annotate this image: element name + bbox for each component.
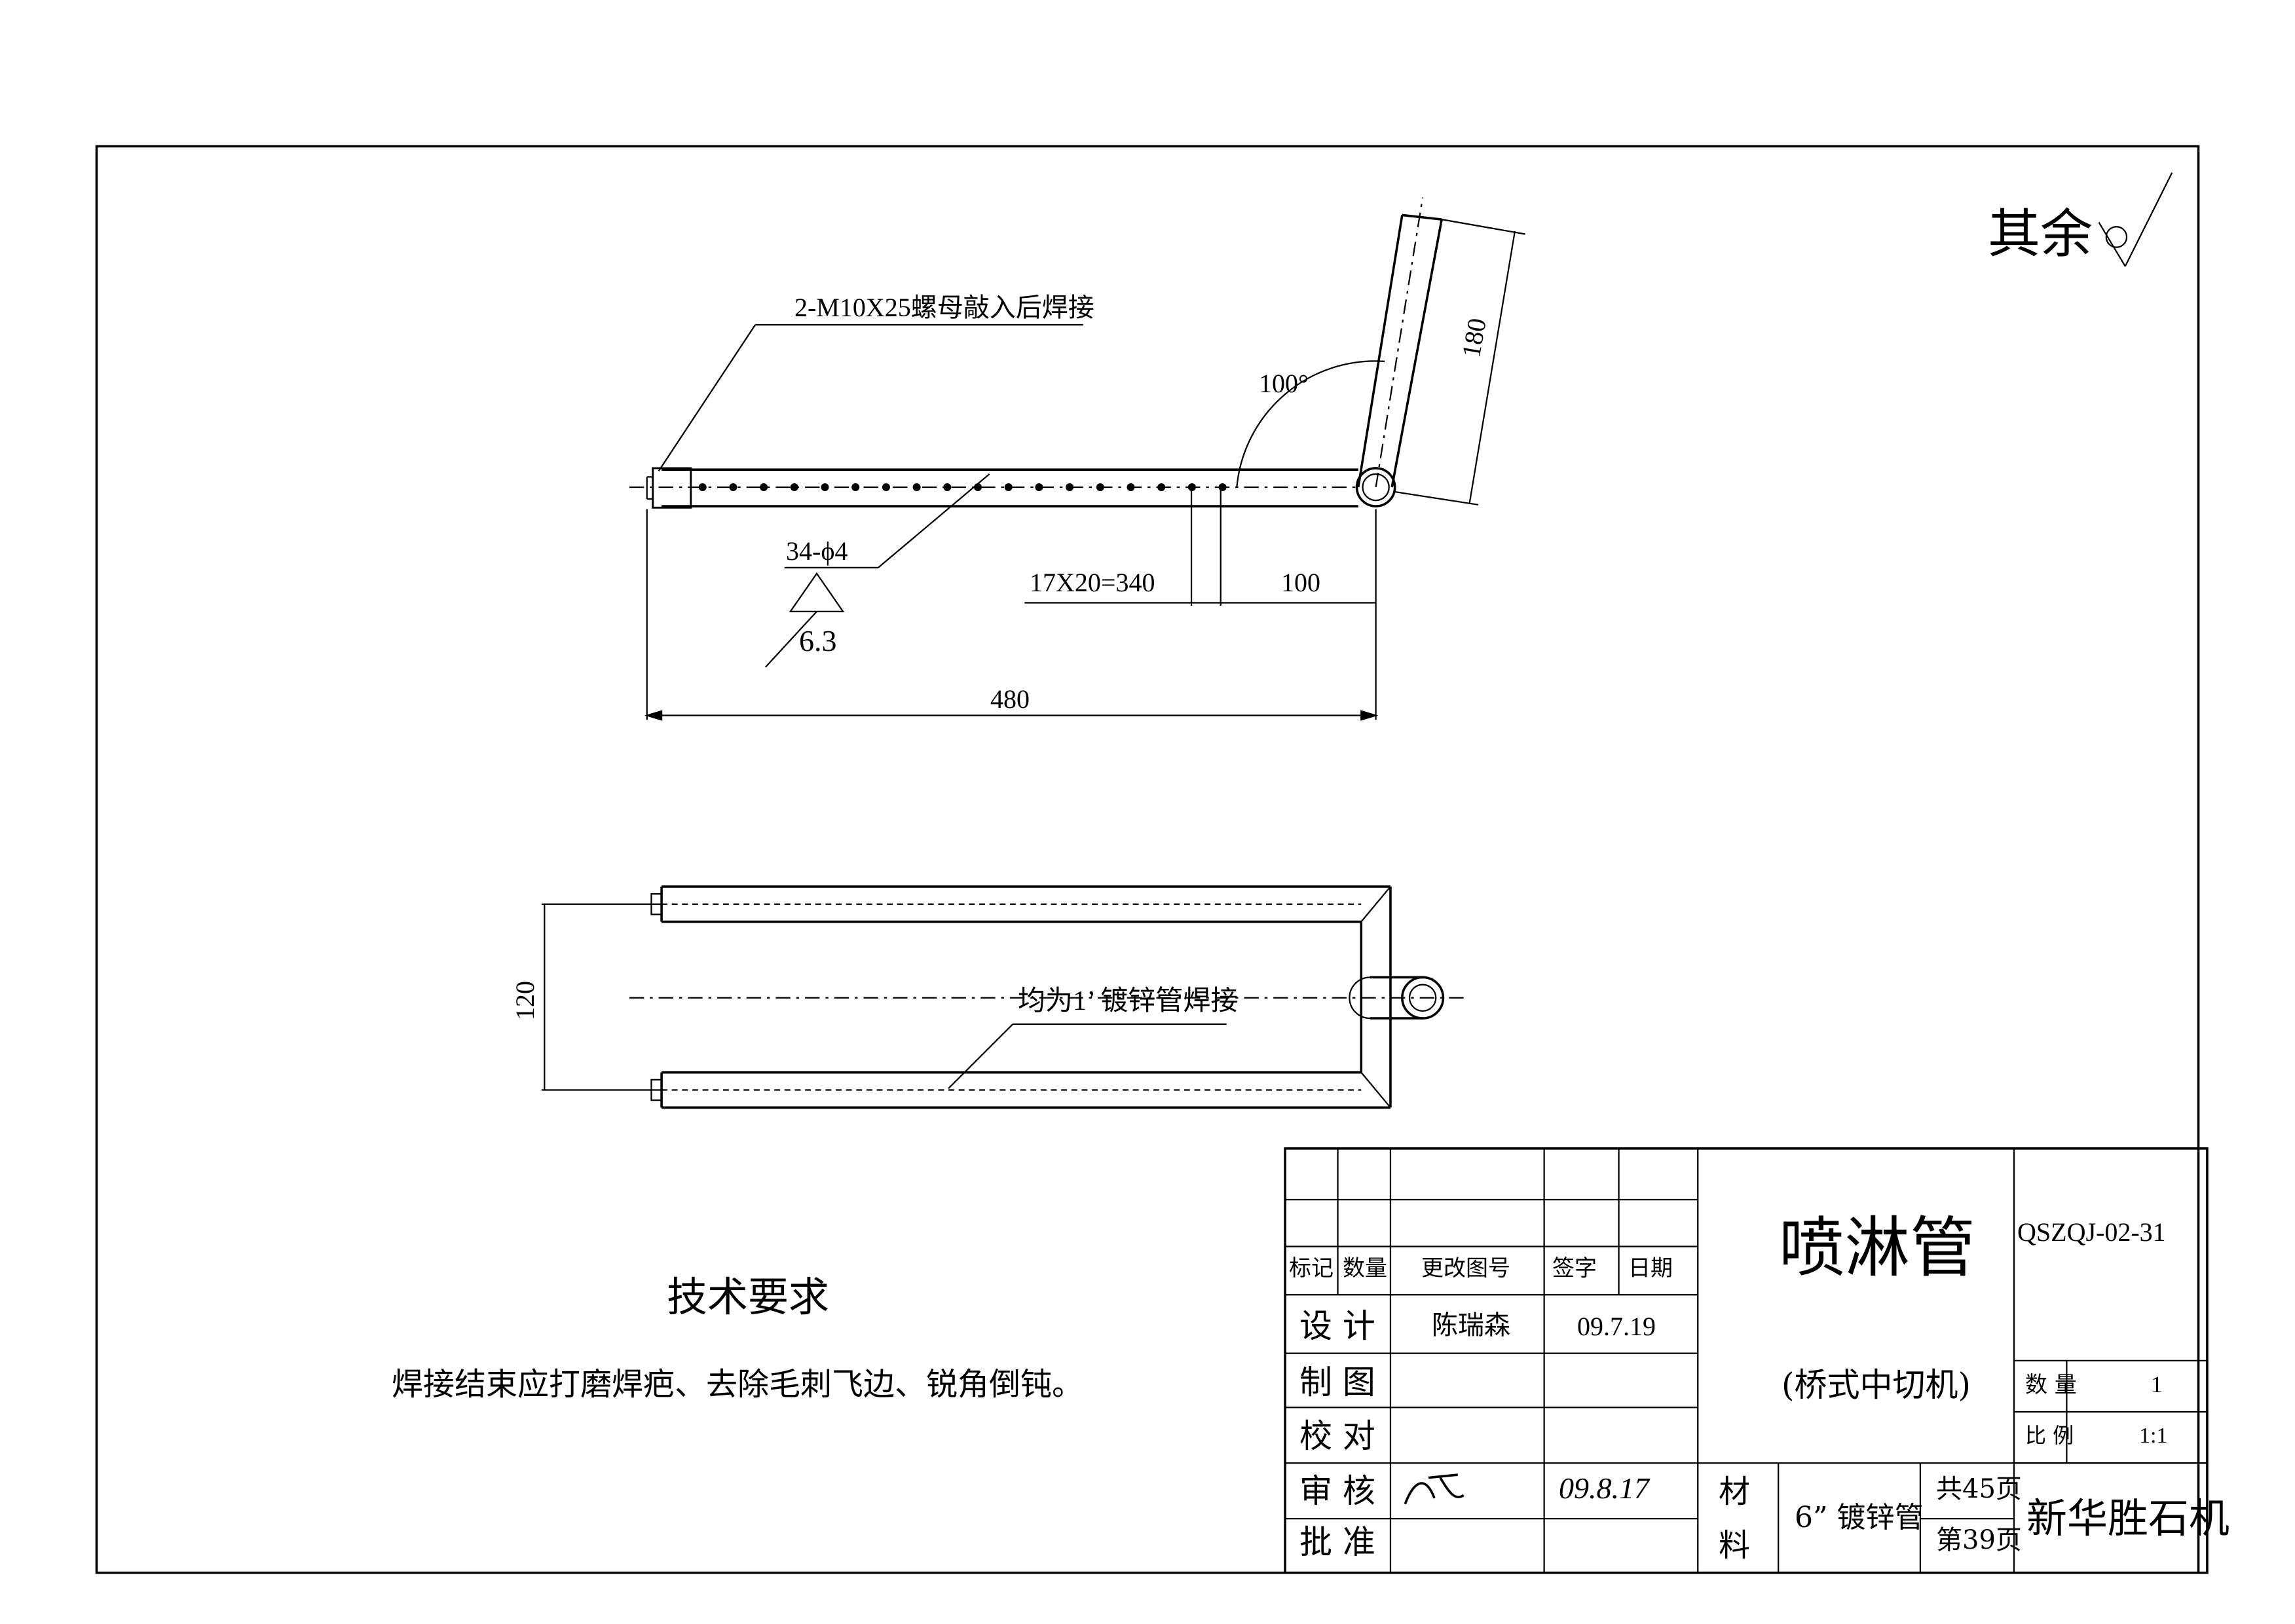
page-number: 第39页 bbox=[1936, 1525, 2022, 1555]
tb-role-approve: 批 准 bbox=[1299, 1523, 1375, 1561]
tb-role-design: 设 计 bbox=[1299, 1307, 1375, 1345]
tb-role-check: 校 对 bbox=[1299, 1417, 1375, 1455]
tb-date-review: 09.8.17 bbox=[1559, 1471, 1649, 1505]
hole-mark bbox=[821, 483, 829, 491]
hole-mark bbox=[974, 483, 982, 491]
dim-100: 100 bbox=[1281, 568, 1320, 597]
company-name: 新华胜石机 bbox=[2026, 1494, 2230, 1542]
tb-role-draw: 制 图 bbox=[1299, 1363, 1375, 1401]
tb-header-date: 日期 bbox=[1628, 1255, 1673, 1282]
tech-req-text: 焊接结束应打磨焊疤、去除毛刺飞边、锐角倒钝。 bbox=[392, 1366, 1084, 1403]
angle-label: 100° bbox=[1259, 369, 1309, 398]
roughness-value: 6.3 bbox=[799, 624, 837, 657]
hole-mark bbox=[1157, 483, 1166, 491]
material-label-1: 材 bbox=[1719, 1473, 1751, 1510]
hole-mark bbox=[851, 483, 860, 491]
roughness-triangle bbox=[789, 572, 845, 613]
top-view bbox=[629, 197, 1525, 721]
hole-mark bbox=[1035, 483, 1043, 491]
dim-480: 480 bbox=[990, 684, 1030, 714]
hole-mark bbox=[760, 483, 768, 491]
hole-mark bbox=[1127, 483, 1135, 491]
roughness-note-label: 其余 bbox=[1988, 204, 2093, 265]
quantity-label: 数 量 bbox=[2025, 1372, 2077, 1398]
weld-note: 均为1’ 镀锌管焊接 bbox=[1018, 986, 1239, 1016]
tb-name-design: 陈瑞森 bbox=[1432, 1310, 1510, 1340]
hole-mark bbox=[698, 483, 707, 491]
drawing-number: QSZQJ-02-31 bbox=[2017, 1217, 2166, 1247]
signature-handwriting bbox=[1404, 1473, 1465, 1505]
nut-note: 2-M10X25螺母敲入后焊接 bbox=[794, 293, 1094, 322]
total-pages: 共45页 bbox=[1936, 1474, 2022, 1504]
dim-pitch: 17X20=340 bbox=[1030, 568, 1155, 597]
material-label-2: 料 bbox=[1719, 1527, 1751, 1564]
hole-group bbox=[698, 483, 1227, 491]
sheet-border bbox=[95, 145, 2200, 1574]
tb-header-qty: 数量 bbox=[1343, 1255, 1387, 1282]
tech-req-title: 技术要求 bbox=[667, 1273, 830, 1321]
tb-header-change: 更改图号 bbox=[1421, 1255, 1510, 1282]
hole-mark bbox=[790, 483, 798, 491]
material-value: 6” 镀锌管 bbox=[1795, 1501, 1924, 1534]
hole-mark bbox=[882, 483, 890, 491]
hole-mark bbox=[912, 483, 921, 491]
title-block bbox=[1284, 1147, 2209, 1574]
tb-header-mark: 标记 bbox=[1289, 1255, 1334, 1282]
front-view bbox=[541, 885, 1464, 1109]
tb-role-review: 审 核 bbox=[1299, 1472, 1375, 1510]
hole-mark bbox=[1096, 483, 1104, 491]
quantity-value: 1 bbox=[2151, 1371, 2163, 1397]
tb-date-design: 09.7.19 bbox=[1577, 1312, 1656, 1341]
hole-mark bbox=[1004, 483, 1013, 491]
scale-value: 1:1 bbox=[2139, 1424, 2168, 1448]
scale-label: 比 例 bbox=[2025, 1423, 2074, 1448]
dim-180: 180 bbox=[1456, 316, 1492, 360]
dim-120: 120 bbox=[510, 981, 540, 1020]
tb-header-sign: 签字 bbox=[1552, 1255, 1597, 1282]
part-name: 喷淋管 bbox=[1779, 1209, 1975, 1286]
elbow bbox=[1355, 467, 1396, 507]
hole-mark bbox=[1218, 483, 1227, 491]
machine-name: (桥式中切机) bbox=[1782, 1366, 1971, 1404]
hole-mark bbox=[943, 483, 952, 491]
hole-mark bbox=[729, 483, 737, 491]
holes-label: 34-ϕ4 bbox=[786, 536, 848, 566]
roughness-symbol-general bbox=[2098, 172, 2173, 267]
hole-mark bbox=[1187, 483, 1196, 491]
hole-mark bbox=[1066, 483, 1074, 491]
